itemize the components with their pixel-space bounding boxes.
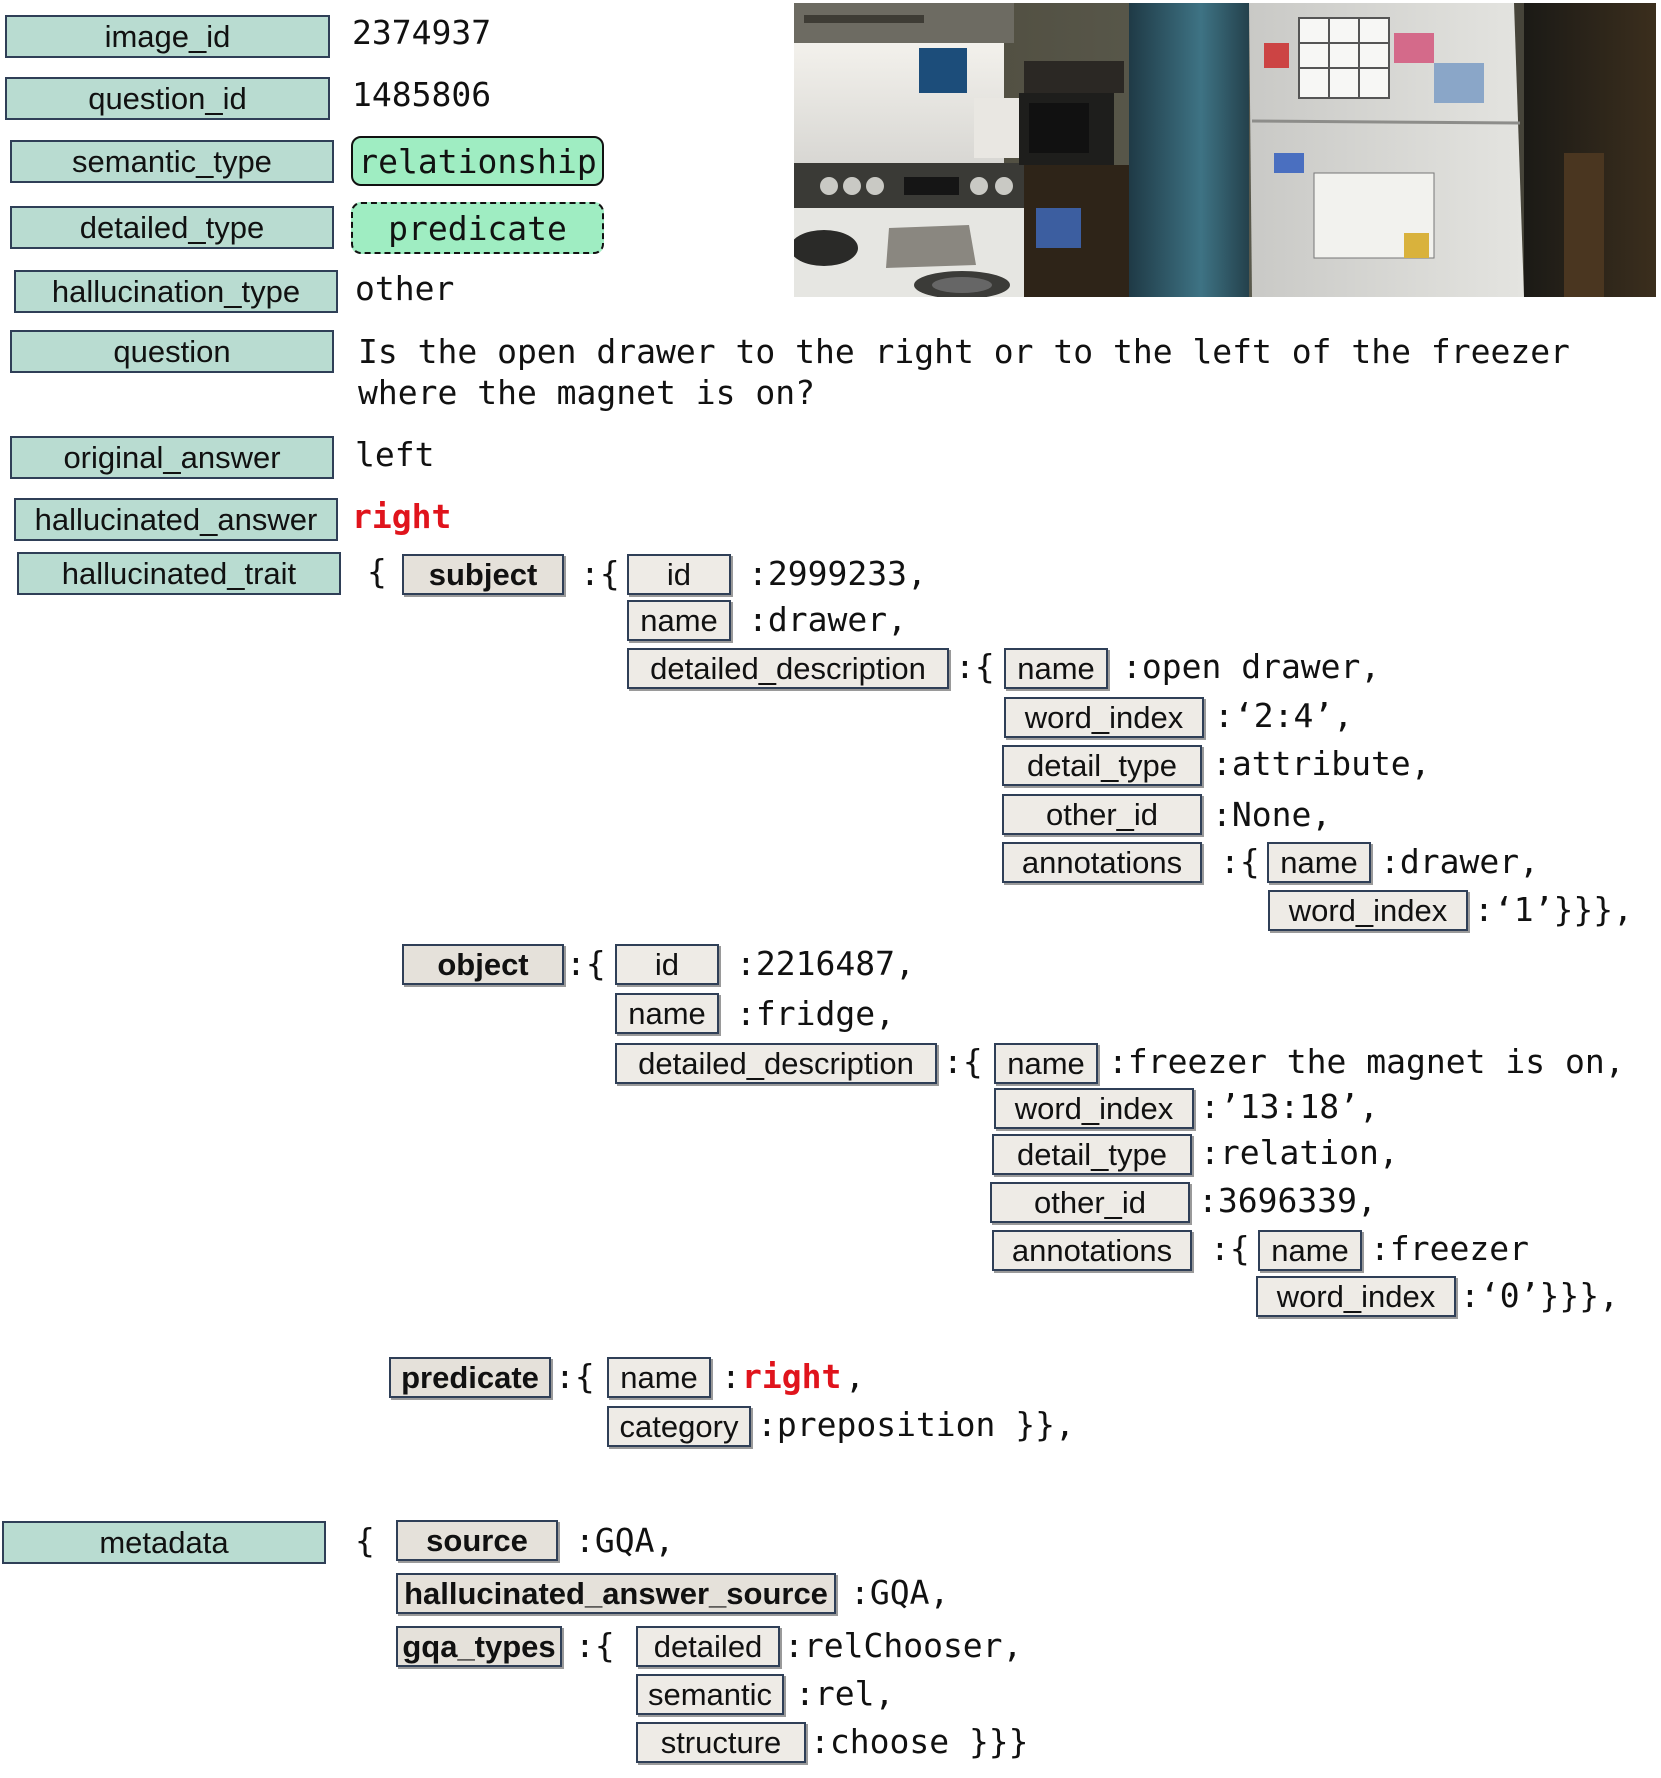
key-predicate-category: category	[607, 1406, 751, 1447]
val-subject-ann-name: :drawer,	[1380, 842, 1539, 881]
label-image-id: image_id	[5, 15, 330, 58]
val-object-dd-other-id: :3696339,	[1198, 1181, 1377, 1220]
key-object-dd-detail-type: detail_type	[992, 1134, 1192, 1175]
key-predicate: predicate	[389, 1357, 551, 1398]
key-predicate-name: name	[607, 1357, 711, 1398]
val-predicate-name: right	[742, 1357, 842, 1396]
label-question-id: question_id	[5, 77, 330, 120]
val-object-dd-word-index: :’13:18’,	[1200, 1087, 1379, 1126]
object-dd-colon-brace: :{	[943, 1042, 983, 1081]
label-hallucinated-trait: hallucinated_trait	[17, 552, 341, 595]
label-hallucination-type: hallucination_type	[14, 270, 338, 313]
key-object-dd-word-index: word_index	[994, 1088, 1194, 1129]
val-metadata-source: :GQA,	[575, 1521, 675, 1560]
value-question-id: 1485806	[352, 75, 492, 114]
subject-ann-colon-brace: :{	[1220, 842, 1260, 881]
val-subject-dd-detail-type: :attribute,	[1212, 744, 1431, 783]
subject-dd-colon-brace: :{	[955, 647, 995, 686]
kitchen-photo	[794, 3, 1656, 297]
key-subject-ann-word-index: word_index	[1268, 890, 1468, 931]
val-object-id: :2216487,	[736, 944, 915, 983]
val-gqa-structure: :choose }}}	[810, 1722, 1029, 1761]
key-gqa-semantic: semantic	[636, 1674, 784, 1715]
key-object-ann-word-index: word_index	[1256, 1276, 1456, 1317]
key-subject-dd-word-index: word_index	[1004, 697, 1204, 738]
gqa-types-colon-brace: :{	[575, 1626, 615, 1665]
val-subject-name: :drawer,	[748, 600, 907, 639]
val-subject-dd-name: :open drawer,	[1122, 647, 1381, 686]
label-hallucinated-answer: hallucinated_answer	[14, 498, 338, 541]
val-gqa-semantic: :rel,	[795, 1674, 895, 1713]
object-ann-colon-brace: :{	[1210, 1229, 1250, 1268]
kitchen-photo-illustration	[794, 3, 1656, 297]
key-object: object	[402, 944, 564, 985]
key-subject-name: name	[627, 600, 731, 641]
val-subject-ann-word-index: :‘1’}}},	[1474, 890, 1633, 929]
key-subject-ann-name: name	[1267, 842, 1371, 883]
value-image-id: 2374937	[352, 13, 492, 52]
value-question-line1: Is the open drawer to the right or to th…	[358, 332, 1570, 371]
val-object-ann-name: :freezer	[1370, 1229, 1529, 1268]
label-detailed-type: detailed_type	[10, 206, 334, 249]
value-question-line2: where the magnet is on?	[358, 373, 815, 412]
key-object-dd-annotations: annotations	[992, 1230, 1192, 1271]
key-subject-dd-name: name	[1004, 648, 1108, 689]
key-object-ann-name: name	[1258, 1230, 1362, 1271]
key-gqa-structure: structure	[636, 1722, 806, 1763]
key-subject-id: id	[627, 554, 731, 595]
metadata-open-brace: {	[355, 1521, 375, 1560]
object-colon-brace: :{	[566, 944, 606, 983]
key-subject-dd-annotations: annotations	[1002, 842, 1202, 883]
key-metadata-gqa-types: gqa_types	[396, 1626, 562, 1667]
key-object-id: id	[615, 944, 719, 985]
val-object-dd-detail-type: :relation,	[1200, 1133, 1399, 1172]
val-predicate-category: :preposition }},	[757, 1405, 1075, 1444]
key-object-detailed-description: detailed_description	[615, 1043, 937, 1084]
key-object-name: name	[615, 993, 719, 1034]
predicate-name-colon: :	[721, 1357, 741, 1396]
val-object-ann-word-index: :‘0’}}},	[1460, 1276, 1619, 1315]
val-gqa-detailed: :relChooser,	[784, 1626, 1023, 1665]
val-subject-dd-word-index: :‘2:4’,	[1214, 696, 1354, 735]
value-original-answer: left	[355, 435, 435, 474]
label-semantic-type: semantic_type	[10, 140, 334, 183]
val-object-name: :fridge,	[736, 994, 895, 1033]
subject-colon-brace: :{	[580, 554, 620, 593]
key-subject-detailed-description: detailed_description	[627, 648, 949, 689]
label-question: question	[10, 330, 334, 373]
val-metadata-hallucinated-answer-source: :GQA,	[850, 1573, 950, 1612]
semantic-type-badge: relationship	[351, 136, 604, 186]
value-hallucination-type: other	[355, 269, 455, 308]
key-object-dd-other-id: other_id	[990, 1182, 1190, 1223]
label-metadata: metadata	[2, 1521, 326, 1564]
val-subject-dd-other-id: :None,	[1212, 795, 1332, 834]
key-metadata-hallucinated-answer-source: hallucinated_answer_source	[396, 1573, 836, 1614]
val-object-dd-name: :freezer the magnet is on,	[1108, 1042, 1625, 1081]
val-subject-id: :2999233,	[748, 554, 927, 593]
key-metadata-source: source	[396, 1520, 558, 1561]
key-subject-dd-other-id: other_id	[1002, 794, 1202, 835]
detailed-type-badge: predicate	[351, 202, 604, 254]
key-subject-dd-detail-type: detail_type	[1002, 745, 1202, 786]
predicate-name-comma: ,	[845, 1357, 865, 1396]
trait-open-brace: {	[367, 552, 387, 591]
value-hallucinated-answer: right	[352, 497, 452, 536]
predicate-colon-brace: :{	[555, 1357, 595, 1396]
key-gqa-detailed: detailed	[636, 1626, 780, 1667]
label-original-answer: original_answer	[10, 436, 334, 479]
key-subject: subject	[402, 554, 564, 595]
key-object-dd-name: name	[994, 1043, 1098, 1084]
